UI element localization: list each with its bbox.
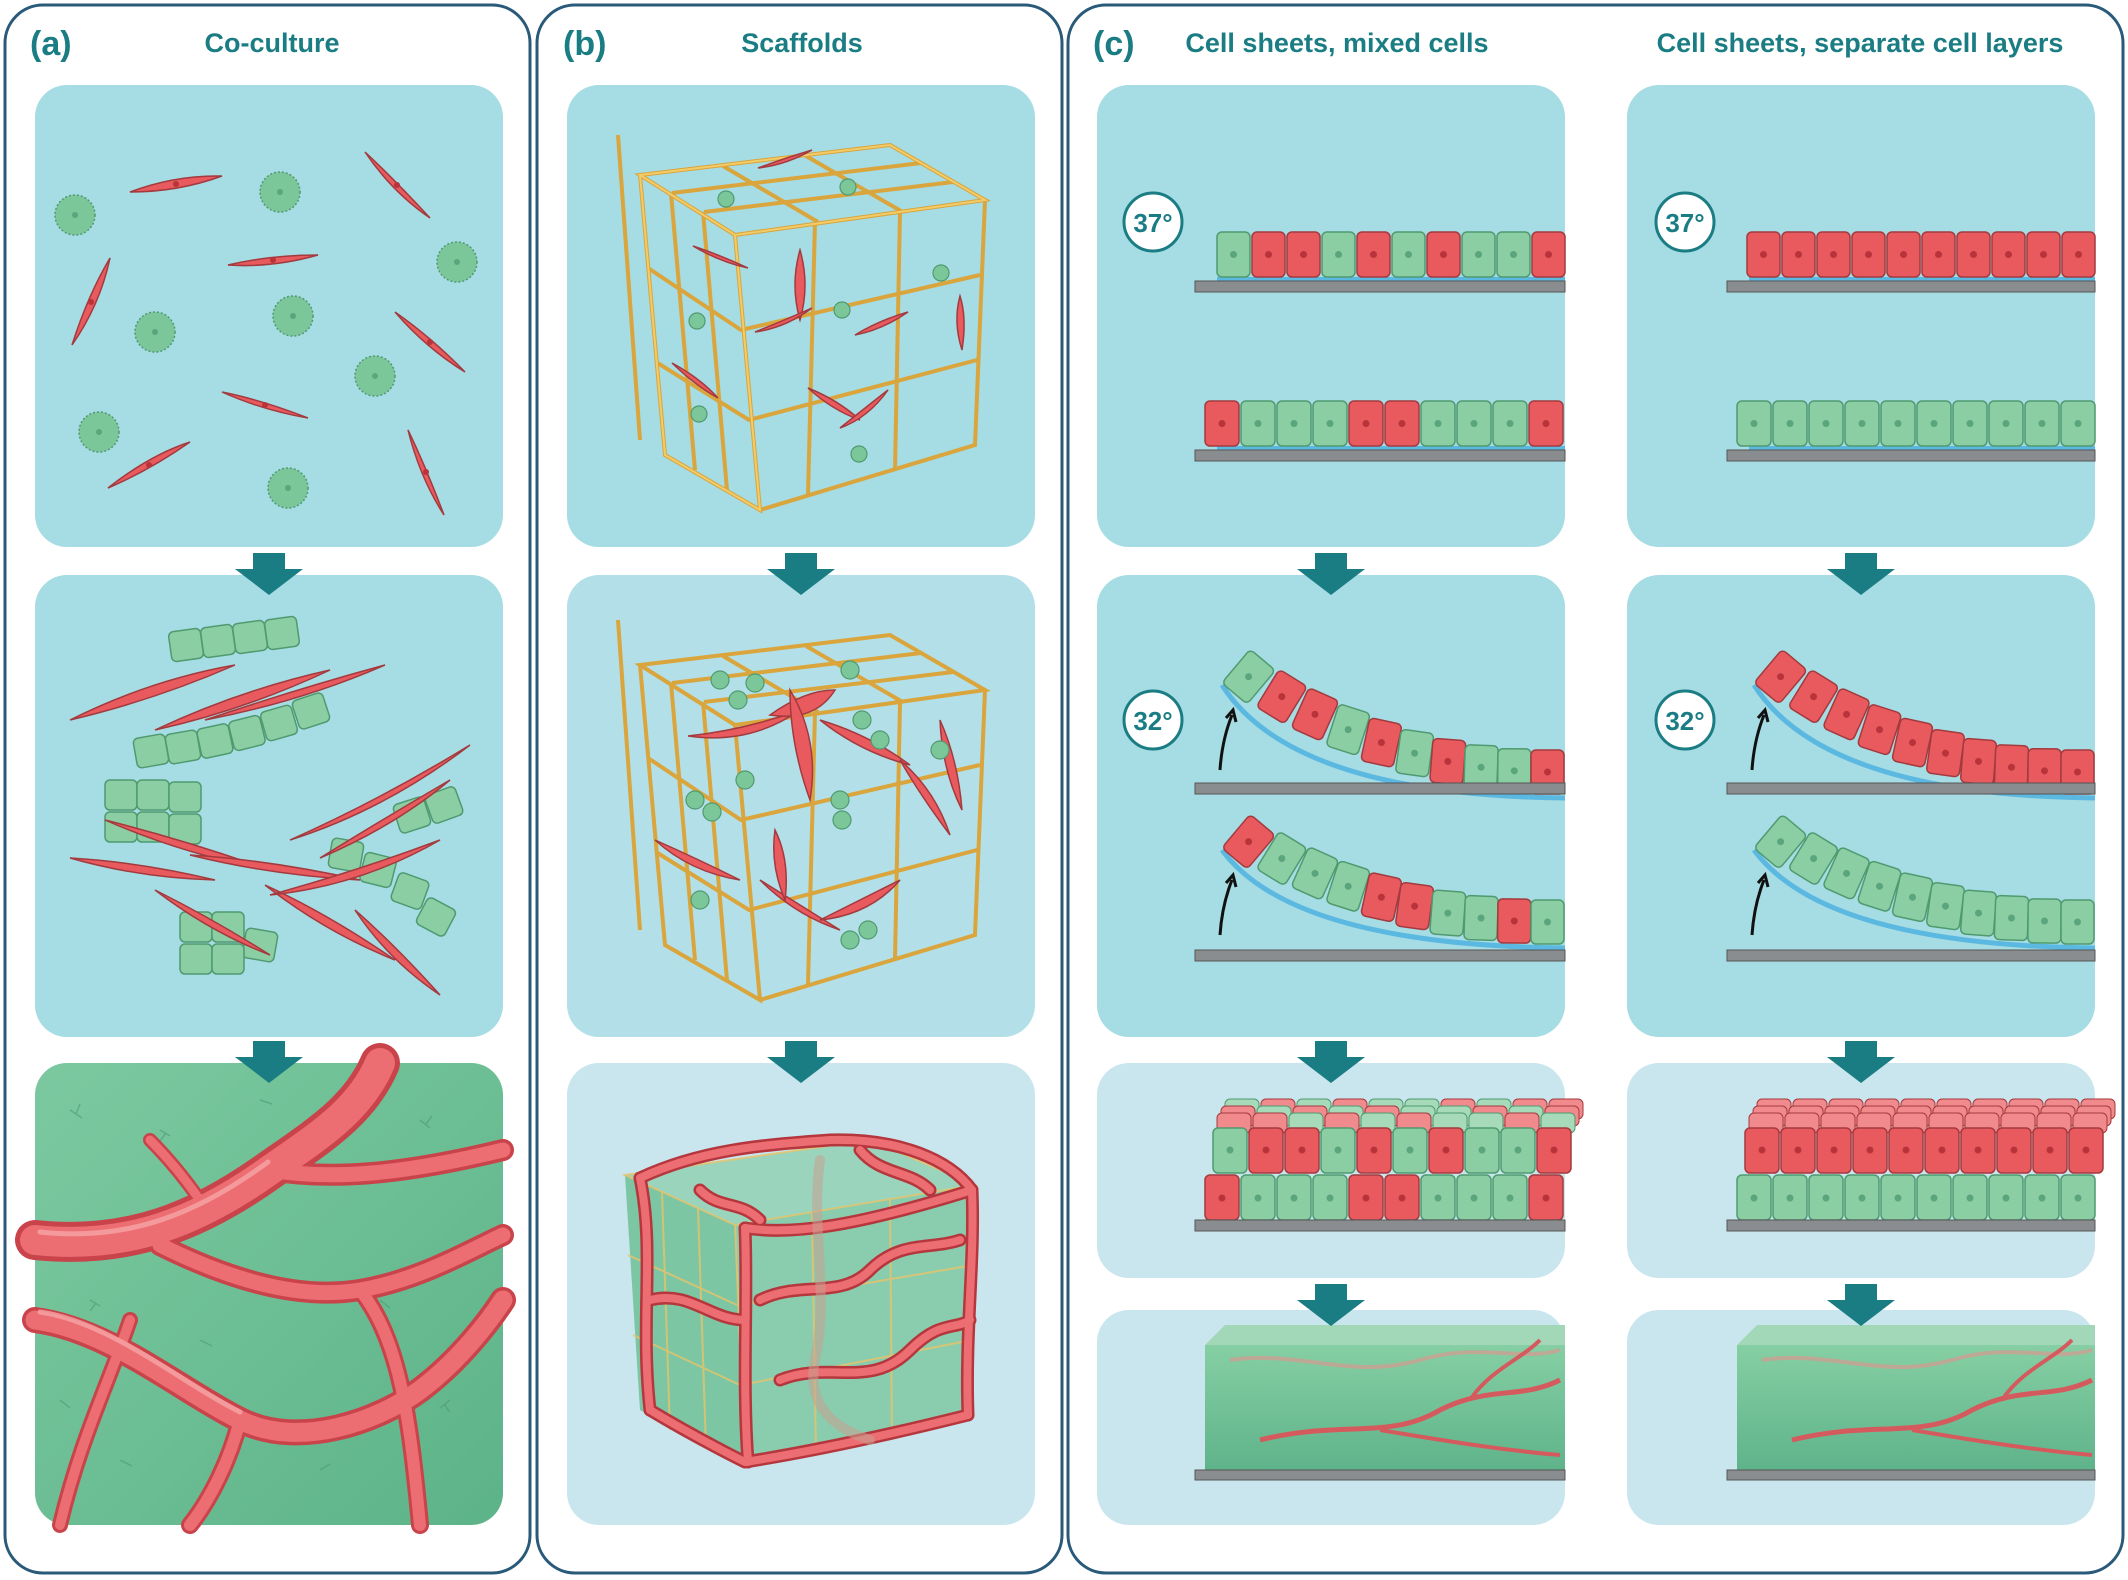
c2-row-red	[1746, 231, 2096, 278]
down-arrow	[1297, 1041, 1365, 1083]
down-arrow	[1827, 1284, 1895, 1326]
panel-c-title-separate: Cell sheets, separate cell layers	[1657, 28, 2064, 58]
c2-box-2	[1627, 575, 2095, 1037]
c1-row-bottom	[1204, 400, 1564, 447]
b-scaffold-cells	[616, 134, 992, 514]
c1-thermo-film-bottom	[1217, 446, 1565, 450]
panel-a-title: Co-culture	[205, 28, 340, 58]
a-vascular-tissue	[15, 1043, 516, 1534]
a-box-1	[35, 85, 503, 547]
c2-plate-lift-bottom	[1726, 949, 2096, 962]
c2-plate-bottom	[1726, 449, 2096, 462]
c1-plate-bottom	[1194, 449, 1566, 462]
c2-temp-badge-32: 32°	[1654, 689, 1716, 751]
c2-plate-lift-top	[1726, 782, 2096, 795]
c1-box-2	[1097, 575, 1565, 1037]
c1-lifted-sheet-top	[1219, 650, 1566, 801]
c2-stacked-sheets	[1736, 1098, 2116, 1221]
svg-text:37°: 37°	[1665, 208, 1704, 238]
down-arrow	[767, 1041, 835, 1083]
down-arrow	[767, 553, 835, 595]
c1-row-top	[1216, 231, 1566, 278]
c1-thermo-film-top	[1217, 277, 1565, 281]
flow-arrows	[235, 553, 1895, 1326]
c1-tissue-block	[1194, 1325, 1566, 1481]
c1-stacked-sheets	[1204, 1098, 1584, 1221]
c2-thermo-film-bottom	[1749, 446, 2095, 450]
c1-plate-lift-bottom	[1194, 949, 1566, 962]
down-arrow	[1297, 1284, 1365, 1326]
svg-text:37°: 37°	[1133, 208, 1172, 238]
c2-row-green	[1736, 400, 2096, 447]
svg-text:32°: 32°	[1133, 706, 1172, 736]
panel-c-title-mixed: Cell sheets, mixed cells	[1185, 28, 1488, 58]
a-organizing-cells	[69, 615, 471, 996]
b-scaffold-organizing	[616, 619, 992, 1004]
b-vascularized-cube	[621, 1133, 980, 1469]
panel-b-title: Scaffolds	[741, 28, 863, 58]
c1-box-1	[1097, 85, 1565, 547]
down-arrow	[235, 1041, 303, 1083]
panel-a-label: (a)	[30, 25, 72, 63]
panel-b-label: (b)	[563, 25, 606, 63]
lift-arrows	[1218, 706, 1770, 936]
down-arrow	[1297, 553, 1365, 595]
down-arrow	[1827, 1041, 1895, 1083]
c1-lifted-sheet-bottom	[1219, 815, 1566, 951]
c2-tissue-block	[1726, 1325, 2096, 1481]
c1-temp-badge-32: 32°	[1122, 689, 1184, 751]
c1-plate-lift-top	[1194, 782, 1566, 795]
c2-box-1	[1627, 85, 2095, 547]
a-scattered-cells	[54, 151, 478, 516]
c1-temp-badge-37: 37°	[1122, 191, 1184, 253]
c2-plate-top	[1726, 280, 2096, 293]
c2-lifted-sheet-green	[1751, 815, 2096, 951]
c2-thermo-film-top	[1749, 277, 2095, 281]
cell-sheet-layers	[1194, 231, 2116, 1232]
c1-plate-stacked	[1194, 1219, 1566, 1232]
down-arrow	[235, 553, 303, 595]
c1-plate-top	[1194, 280, 1566, 293]
c2-plate-stacked	[1726, 1219, 2096, 1232]
svg-text:32°: 32°	[1665, 706, 1704, 736]
down-arrow	[1827, 553, 1895, 595]
c2-temp-badge-37: 37°	[1654, 191, 1716, 253]
panel-c-label: (c)	[1093, 25, 1135, 63]
